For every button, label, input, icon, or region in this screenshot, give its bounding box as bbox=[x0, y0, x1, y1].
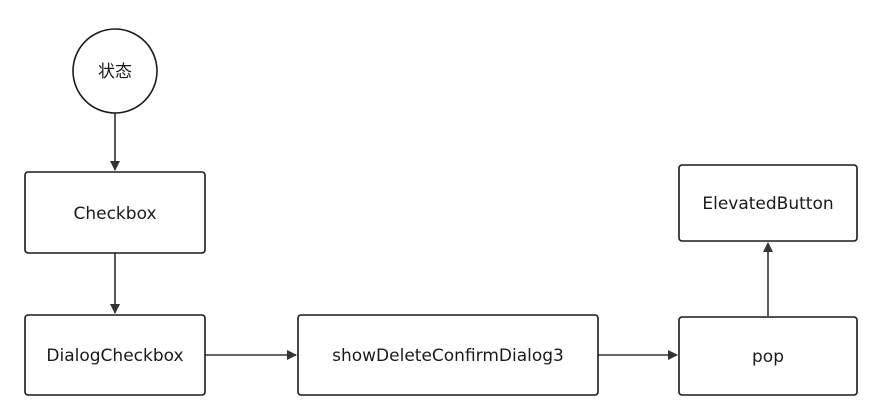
node-pop: pop bbox=[678, 316, 858, 396]
node-pop-label: pop bbox=[752, 347, 784, 367]
node-checkbox-label: Checkbox bbox=[73, 204, 156, 224]
node-show-delete-confirm-dialog: showDeleteConfirmDialog3 bbox=[297, 314, 599, 396]
node-dialog-checkbox-label: DialogCheckbox bbox=[46, 346, 183, 366]
node-elevated-button-label: ElevatedButton bbox=[702, 194, 833, 214]
node-dialog-checkbox: DialogCheckbox bbox=[24, 314, 206, 396]
node-state: 状态 bbox=[72, 28, 158, 114]
node-show-delete-label: showDeleteConfirmDialog3 bbox=[332, 346, 564, 366]
node-state-label: 状态 bbox=[98, 62, 132, 82]
node-checkbox: Checkbox bbox=[24, 171, 206, 254]
node-elevated-button: ElevatedButton bbox=[678, 164, 858, 242]
